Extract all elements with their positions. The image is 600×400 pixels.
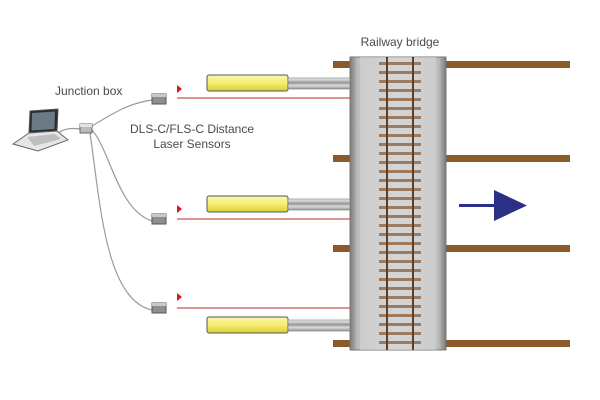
timber-beam: [333, 61, 570, 68]
railway-bridge-label: Railway bridge: [360, 35, 440, 49]
sleeper: [379, 170, 421, 173]
bridge-deck: [349, 56, 447, 351]
sensors-label-line2: Laser Sensors: [153, 137, 231, 151]
sleeper: [379, 260, 421, 263]
junction-box-label: Junction box: [55, 84, 123, 98]
sleeper: [379, 332, 421, 335]
reflector-target: [206, 316, 351, 334]
sensors-label-line1: DLS-C/FLS-C Distance: [129, 122, 255, 136]
sleeper: [379, 233, 421, 236]
sleeper: [379, 305, 421, 308]
laptop-icon: [11, 108, 69, 152]
direction-arrow-icon: [459, 190, 527, 221]
sleeper: [379, 287, 421, 290]
sleeper: [379, 206, 421, 209]
sleeper: [379, 197, 421, 200]
sleeper: [379, 80, 421, 83]
bridge-timbers: [333, 61, 570, 347]
laser-beams: [177, 97, 350, 309]
timber-beam: [333, 340, 570, 347]
sleeper: [379, 188, 421, 191]
sensor-icon: [151, 205, 182, 225]
sleeper: [379, 314, 421, 317]
sleeper: [379, 161, 421, 164]
sleeper: [379, 98, 421, 101]
cable: [91, 99, 153, 127]
sleeper: [379, 215, 421, 218]
sleeper: [379, 107, 421, 110]
sleeper: [379, 269, 421, 272]
reflector-target: [206, 74, 351, 92]
sleeper: [379, 278, 421, 281]
sensor-cables: [57, 99, 153, 311]
sleepers: [379, 62, 421, 344]
sleeper: [379, 323, 421, 326]
sleeper: [379, 71, 421, 74]
sleeper: [379, 152, 421, 155]
cable: [89, 132, 153, 311]
sleeper: [379, 251, 421, 254]
sleeper: [379, 242, 421, 245]
sleeper: [379, 143, 421, 146]
reflector-target: [206, 195, 351, 213]
junction-box-icon: [79, 123, 93, 134]
sleeper: [379, 116, 421, 119]
sleeper: [379, 179, 421, 182]
sleeper: [379, 134, 421, 137]
sleeper: [379, 125, 421, 128]
sleeper: [379, 62, 421, 65]
timber-beam: [333, 245, 570, 252]
sensor-icon: [151, 85, 182, 105]
cable: [57, 127, 81, 134]
sleeper: [379, 224, 421, 227]
timber-beam: [333, 155, 570, 162]
sleeper: [379, 89, 421, 92]
sensor-icon: [151, 293, 182, 314]
sleeper: [379, 341, 421, 344]
cable: [91, 129, 153, 222]
sleeper: [379, 296, 421, 299]
